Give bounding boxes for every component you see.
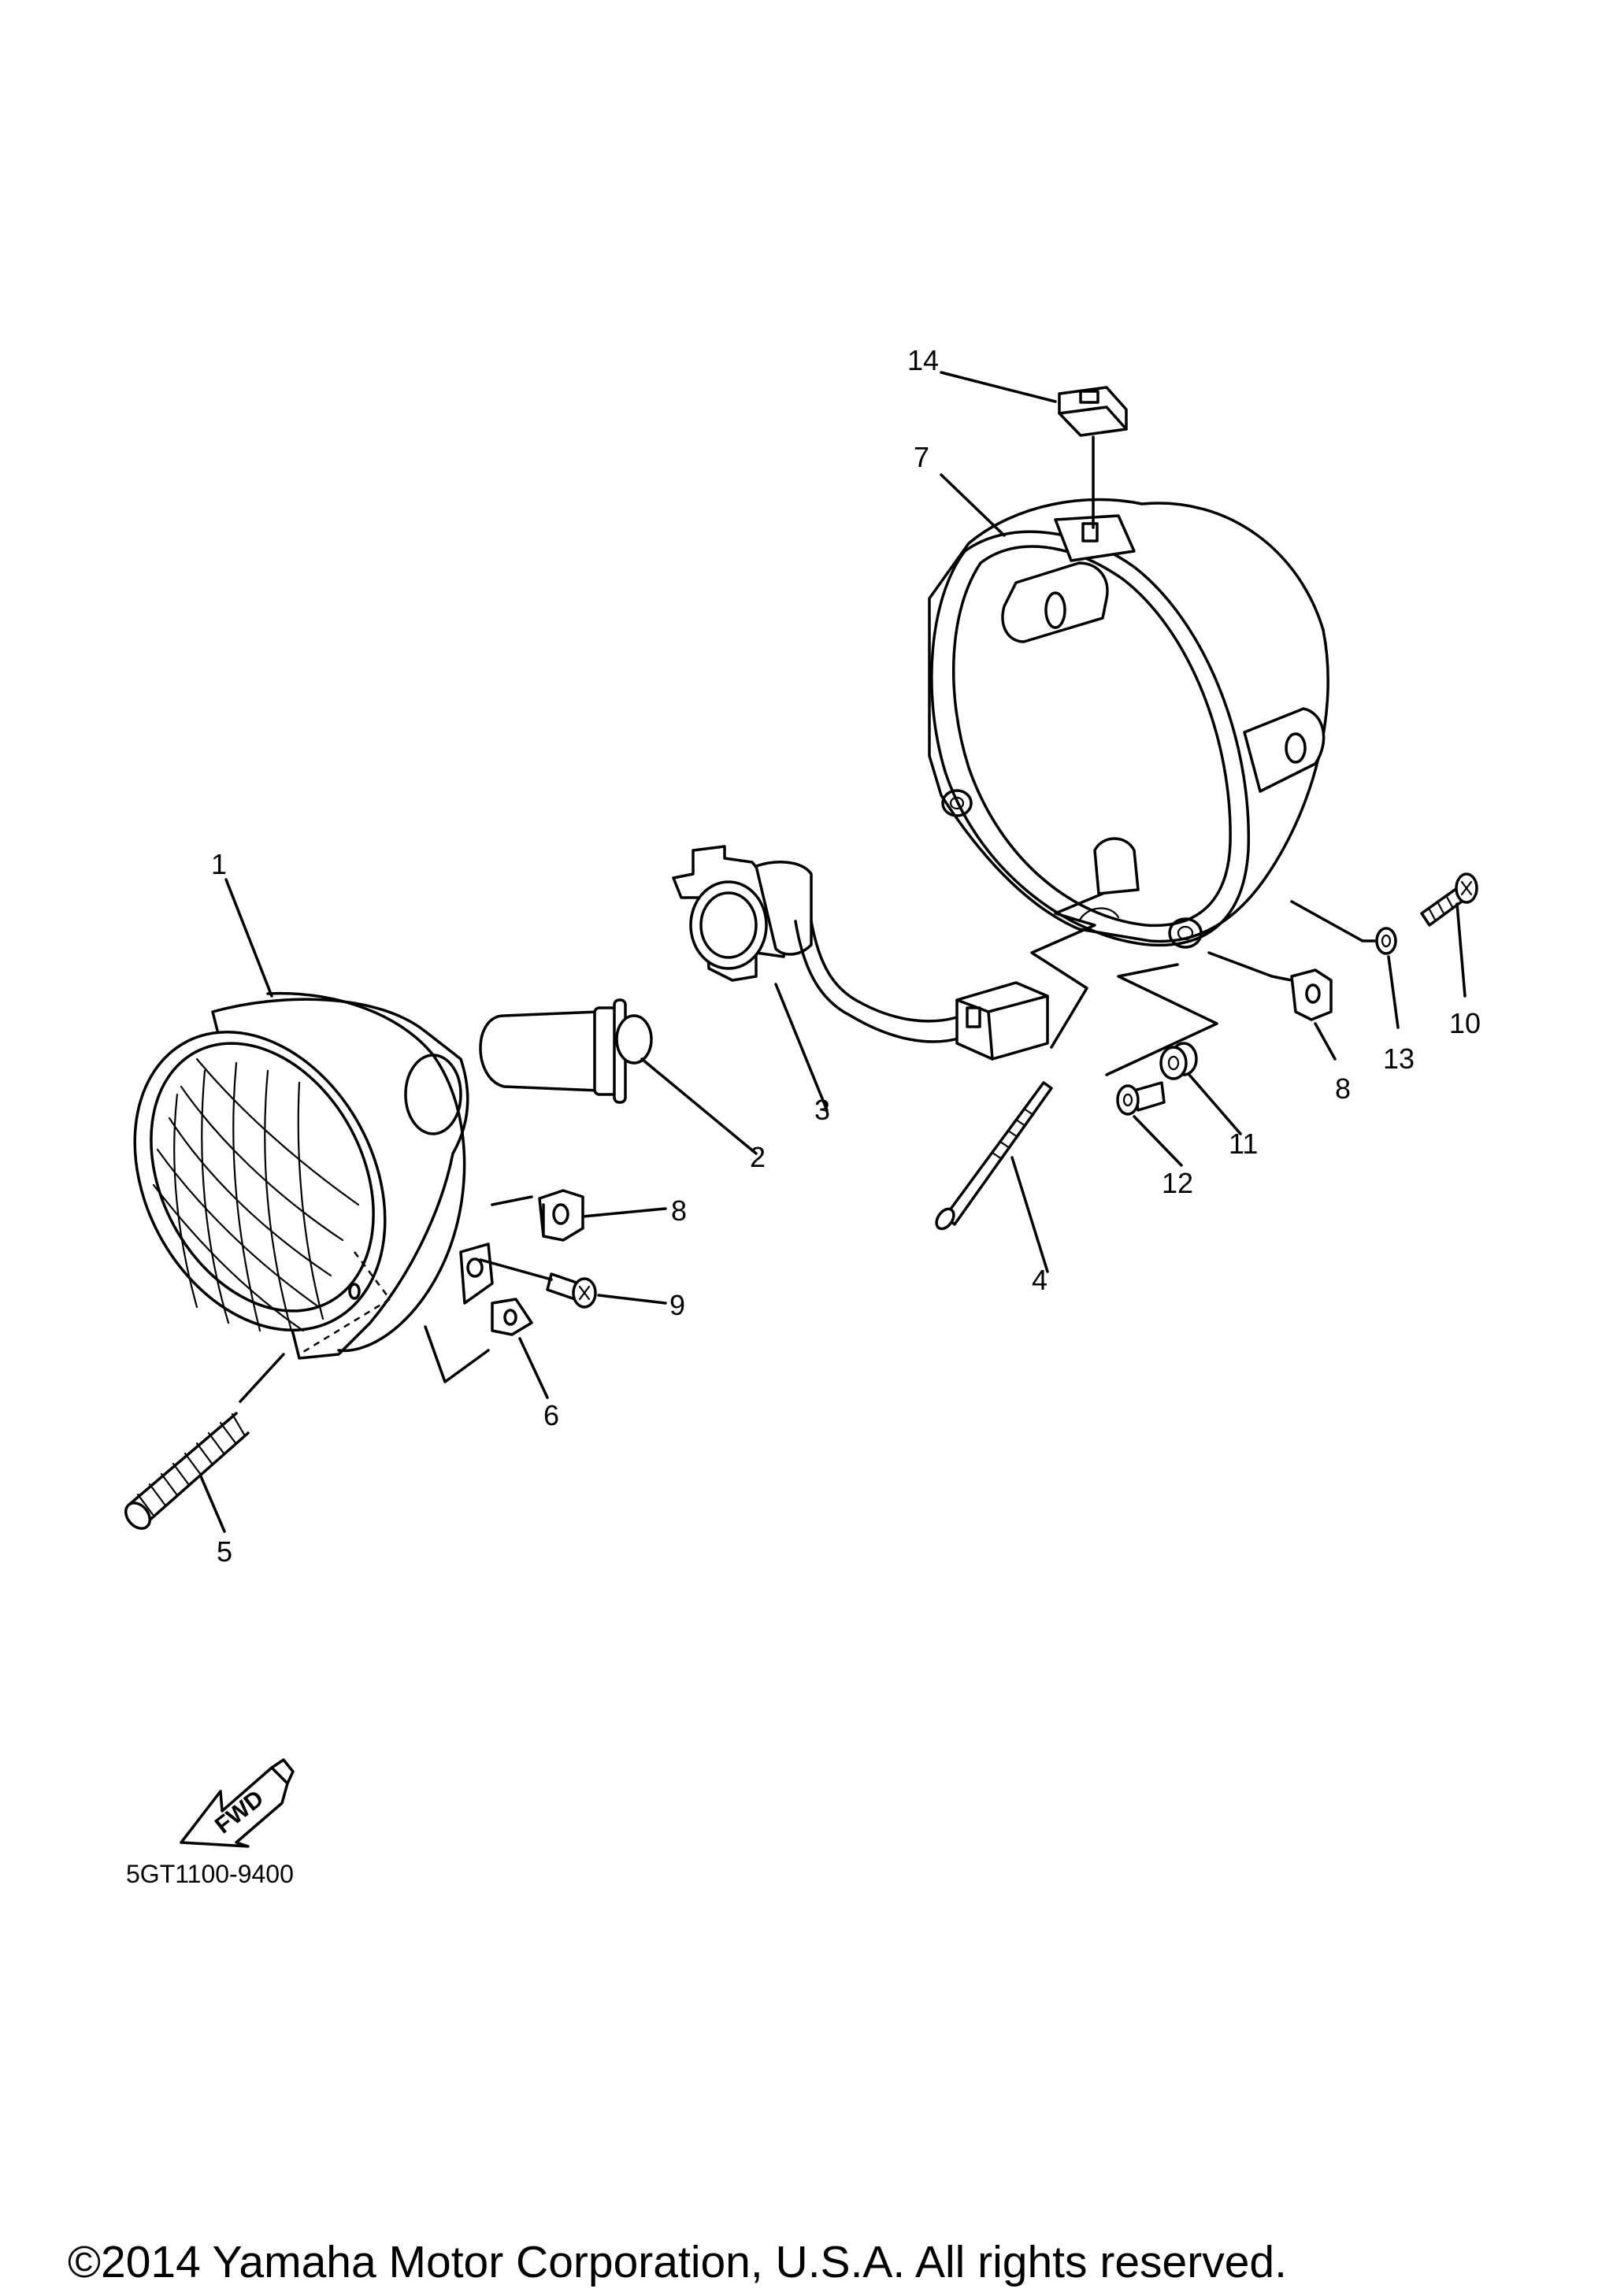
long-screw-part-4 [935,1081,1053,1231]
nut-clip-right [1290,968,1333,1021]
nut-clip-left [538,1189,584,1242]
washer-part-13 [1375,927,1397,955]
headlight-lens-unit [133,991,494,1360]
fwd-arrow-icon: FWD [180,1758,295,1848]
callout-1: 1 [211,848,227,880]
callout-14: 14 [907,344,939,376]
nut-part-6 [491,1298,533,1336]
grommet-part-12 [1116,1081,1166,1116]
callout-8b: 8 [1335,1072,1351,1105]
callout-9: 9 [669,1289,685,1321]
headlight-housing [928,498,1329,949]
screw-part-10 [1420,872,1478,927]
drawing-code: 5GT1100-9400 [126,1860,294,1888]
collar-part-11 [1159,1042,1198,1080]
bulb [479,998,653,1104]
callouts: 14 7 1 2 3 4 5 6 8 9 8 10 11 12 13 [211,344,1481,1568]
clip-part-14 [1058,386,1128,529]
callout-12: 12 [1162,1167,1193,1199]
callout-13: 13 [1383,1042,1415,1075]
leader-lines [199,371,1467,1533]
adjusting-spring [124,1412,250,1530]
callout-6: 6 [543,1399,559,1431]
copyright-notice: ©2014 Yamaha Motor Corporation, U.S.A. A… [68,2237,1287,2287]
callout-11: 11 [1229,1128,1258,1160]
callout-10: 10 [1449,1007,1481,1039]
callout-4: 4 [1032,1264,1048,1296]
callout-5: 5 [217,1535,232,1568]
callout-7: 7 [914,441,929,473]
screw-part-9 [546,1272,597,1309]
callout-8a: 8 [671,1194,687,1227]
callout-3: 3 [814,1094,830,1126]
callout-2: 2 [750,1141,766,1173]
bulb-socket [672,845,1049,1061]
